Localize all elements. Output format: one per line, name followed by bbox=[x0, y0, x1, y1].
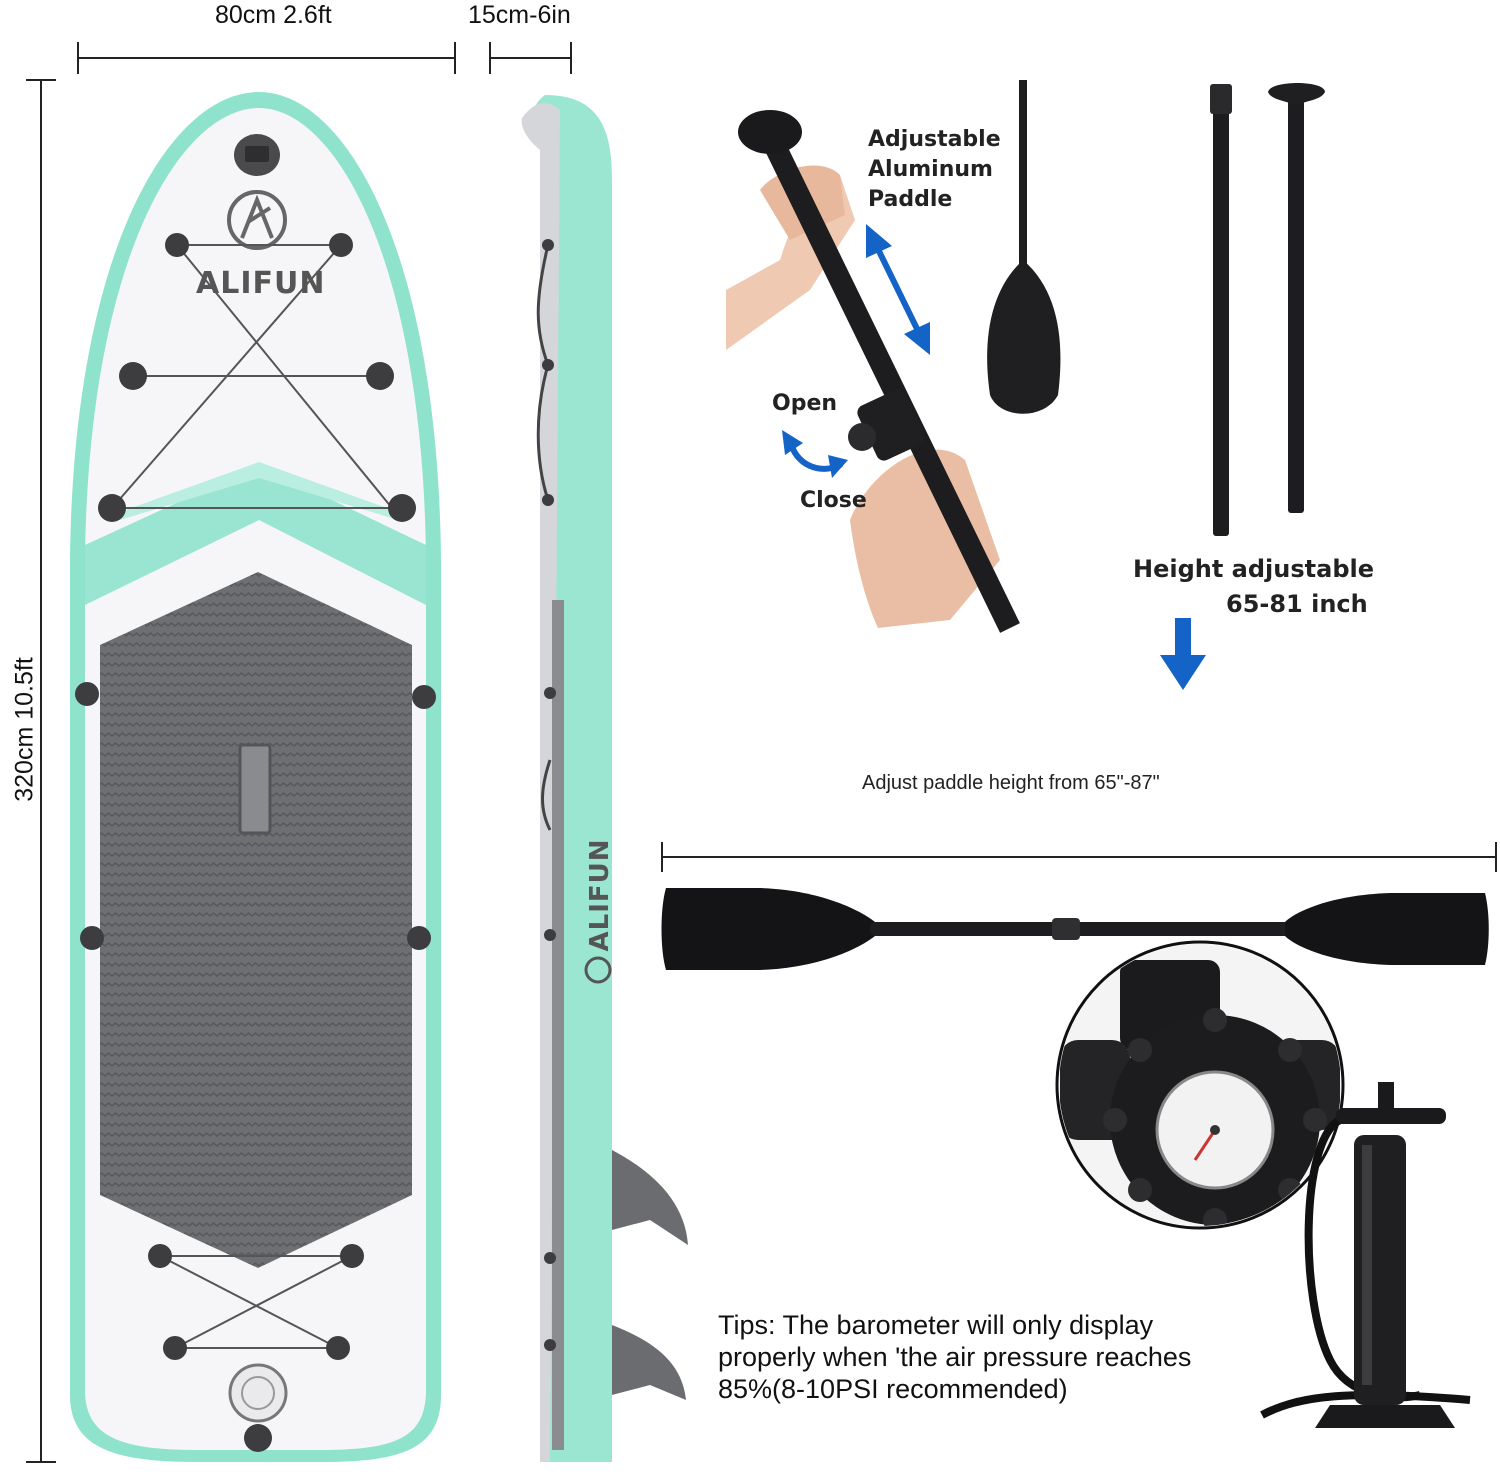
pump-tips-line2: properly when 'the air pressure reaches bbox=[718, 1342, 1192, 1372]
fin-center bbox=[612, 1150, 688, 1245]
height-adjustable-line2: 65-81 inch bbox=[1226, 590, 1368, 618]
width-label: 80cm 2.6ft bbox=[215, 1, 332, 29]
thickness-label: 15cm-6in bbox=[468, 1, 571, 29]
fin-rear bbox=[612, 1325, 686, 1400]
paddle-title-line1: Adjustable bbox=[868, 127, 1001, 152]
carry-handle bbox=[238, 743, 272, 835]
height-adjustable-line1: Height adjustable bbox=[1133, 555, 1375, 583]
paddle-title-line2: Aluminum bbox=[868, 157, 993, 182]
pump-tips-line3: 85%(8-10PSI recommended) bbox=[718, 1374, 1068, 1404]
paddle-title-line3: Paddle bbox=[868, 187, 953, 212]
pump-tips-line1: Tips: The barometer will only display bbox=[718, 1310, 1154, 1340]
adjust-height-caption: Adjust paddle height from 65"-87" bbox=[862, 772, 1160, 794]
close-label: Close bbox=[800, 488, 867, 513]
open-label: Open bbox=[772, 391, 838, 416]
board-brand-text: ALIFUN bbox=[196, 266, 326, 301]
deck-pad bbox=[100, 572, 412, 1268]
brand-logo-mark bbox=[227, 190, 287, 250]
